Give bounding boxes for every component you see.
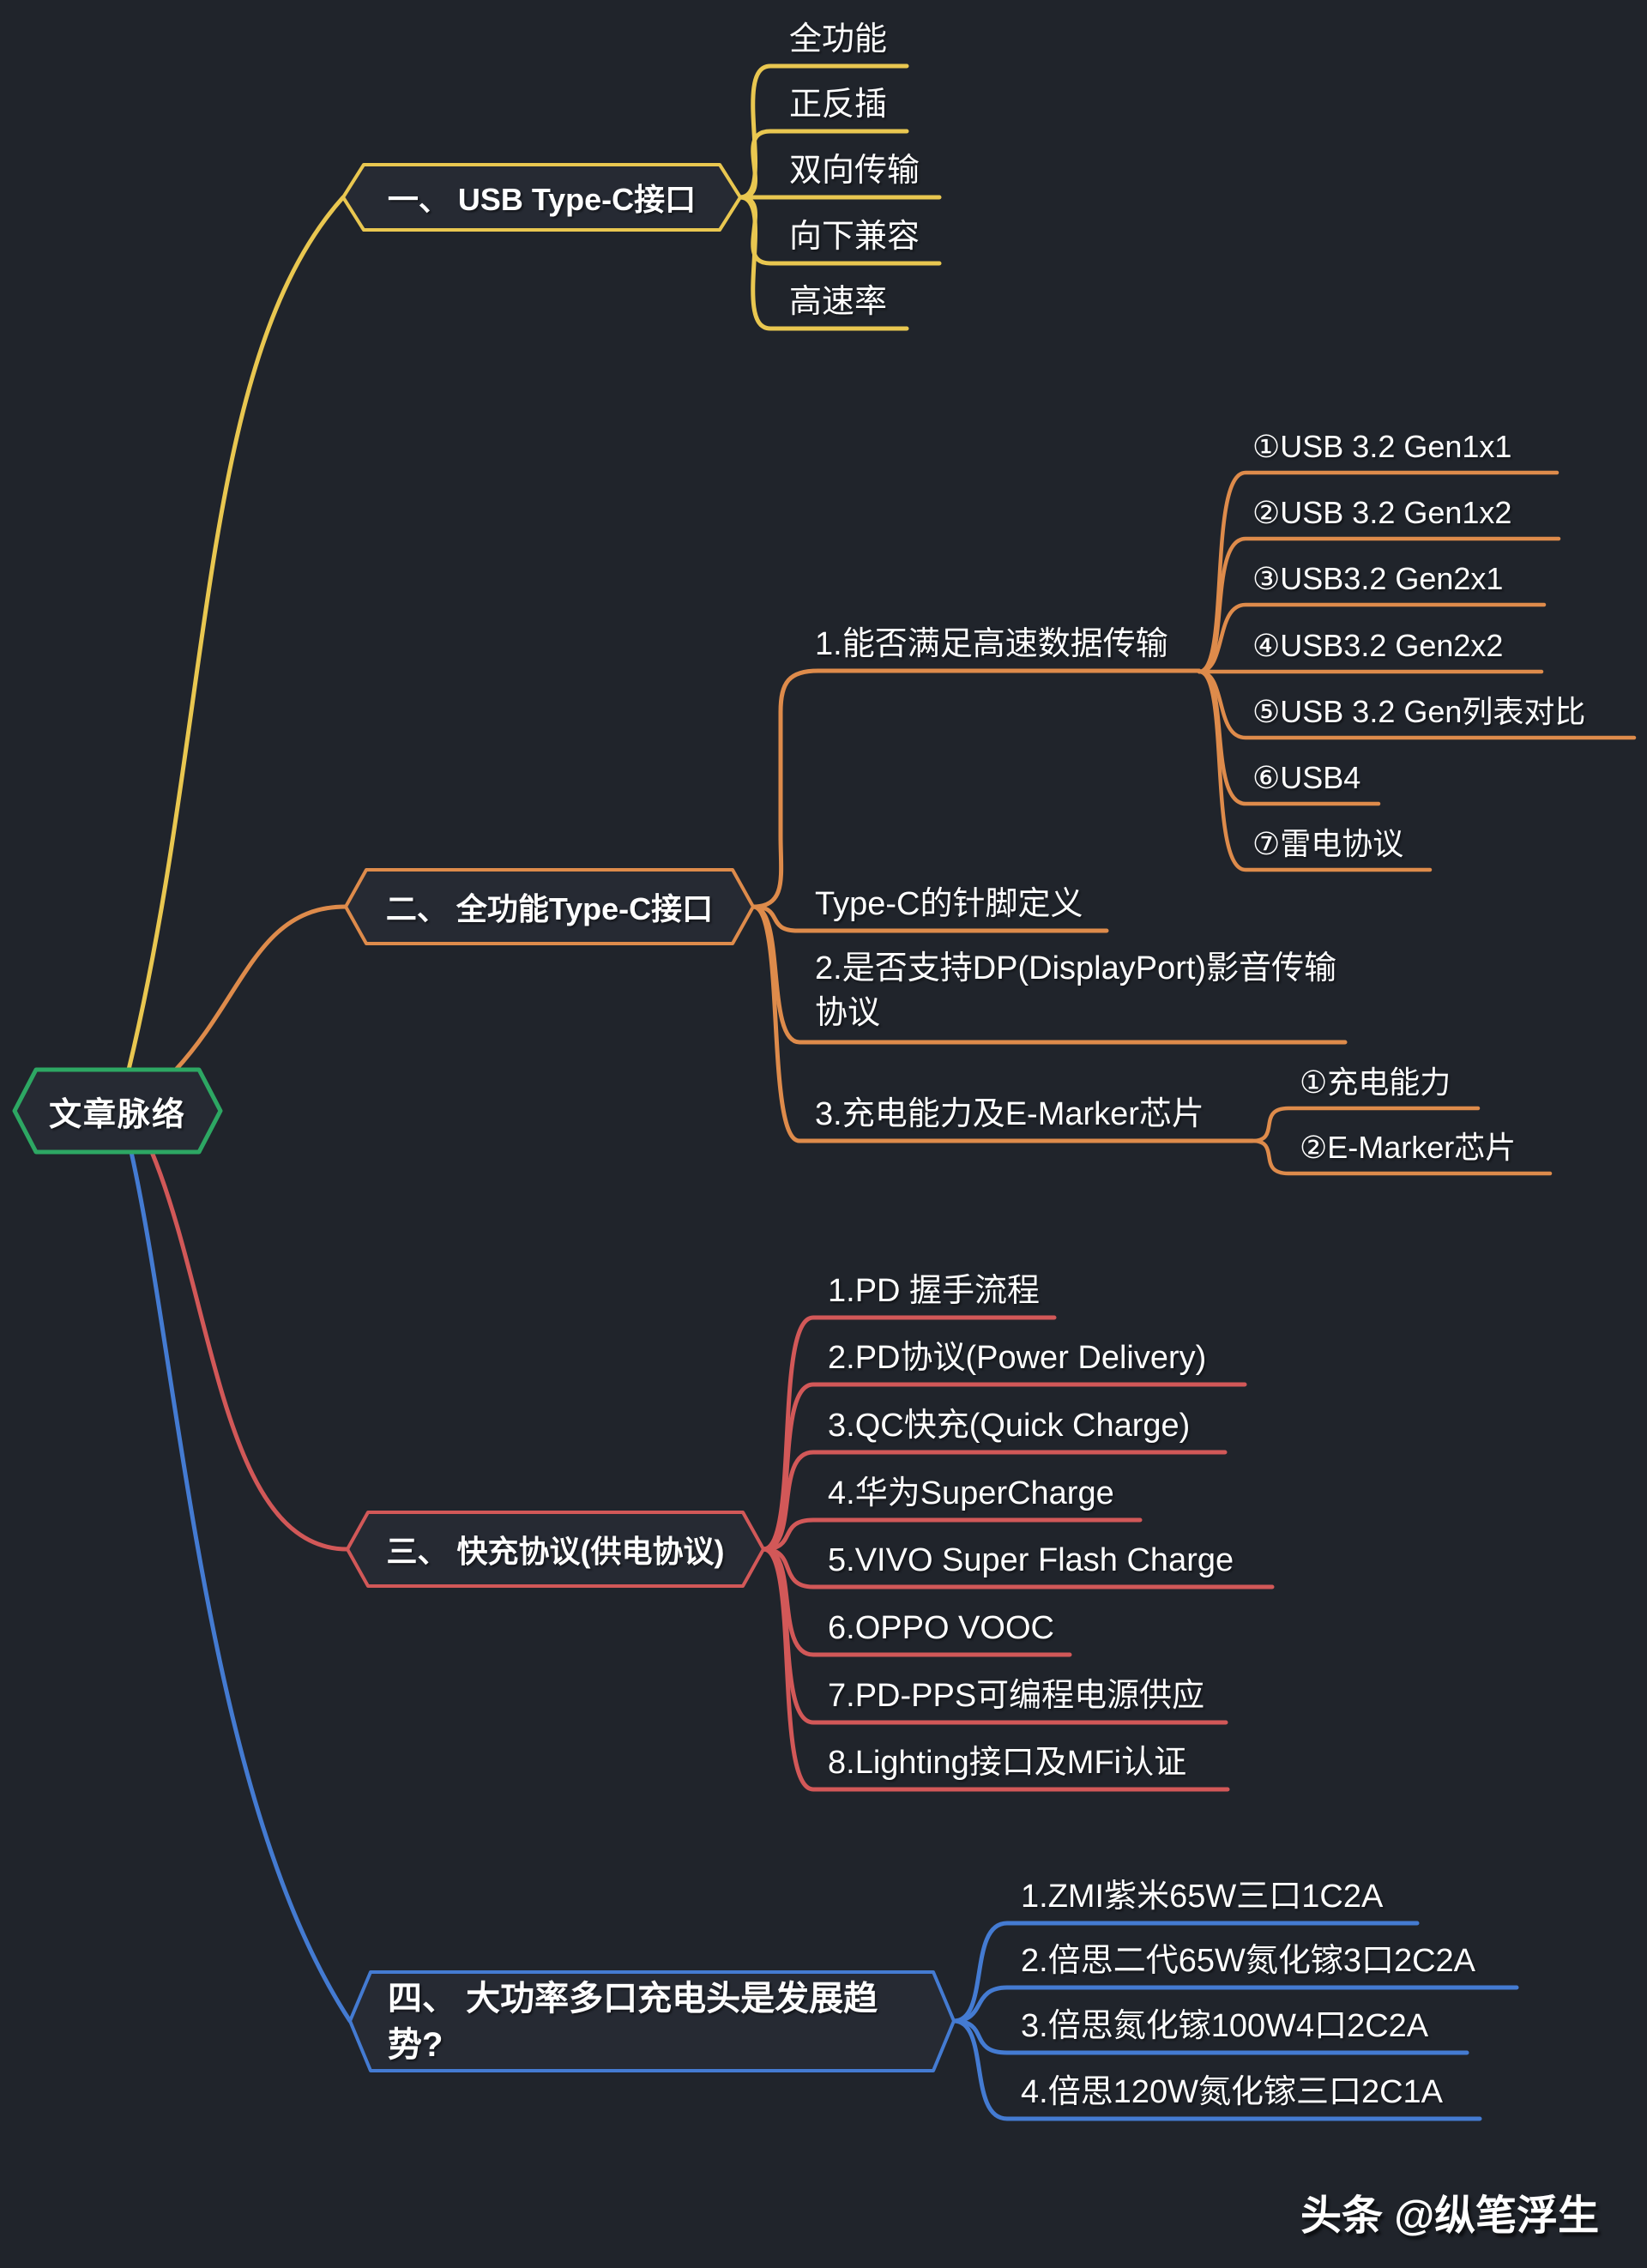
connector-line xyxy=(1250,1138,1553,1176)
node-baseus-65w[interactable]: 2.倍思二代65W氮化镓3口2C2A xyxy=(1021,1943,1476,1979)
node-usb4[interactable]: ⑥USB4 xyxy=(1252,760,1361,795)
node-emarker-chip[interactable]: ②E-Marker芯片 xyxy=(1300,1130,1517,1165)
node-hexagon-shape xyxy=(346,1511,765,1588)
connector-line xyxy=(738,195,909,331)
node-usb32-gen2x1[interactable]: ③USB3.2 Gen2x1 xyxy=(1252,561,1504,596)
node-bidirectional-transfer[interactable]: 双向传输 xyxy=(789,153,920,189)
node-reversible-plug[interactable]: 正反插 xyxy=(789,87,888,123)
connector-line xyxy=(761,1517,1143,1552)
node-hexagon-shape xyxy=(344,868,755,945)
node-hexagon-shape xyxy=(341,163,742,232)
connector-line xyxy=(738,129,909,200)
node-backward-compat[interactable]: 向下兼容 xyxy=(789,219,920,255)
node-hexagon-shape xyxy=(348,1970,956,2072)
branch-full-typec-title[interactable]: 二、 全功能Type-C接口 xyxy=(385,891,714,926)
connector-line xyxy=(951,1921,1420,2024)
node-pd-protocol[interactable]: 2.PD协议(Power Delivery) xyxy=(828,1340,1207,1376)
connector-line xyxy=(1197,602,1547,674)
node-full-feature[interactable]: 全功能 xyxy=(789,21,888,57)
connector-line xyxy=(129,1149,353,2024)
node-pd-handshake[interactable]: 1.PD 握手流程 xyxy=(828,1273,1041,1309)
node-usb32-gen1x2[interactable]: ②USB 3.2 Gen1x2 xyxy=(1252,495,1512,530)
node-high-speed[interactable]: 高速率 xyxy=(789,284,888,320)
connector-line xyxy=(1250,1106,1481,1143)
node-baseus-120w[interactable]: 4.倍思120W氮化镓三口2C1A xyxy=(1021,2074,1444,2110)
node-qc-quick-charge[interactable]: 3.QC快充(Quick Charge) xyxy=(828,1408,1191,1444)
connector-line xyxy=(149,1149,350,1552)
node-baseus-100w[interactable]: 3.倍思氮化镓100W4口2C2A xyxy=(1021,2008,1429,2044)
root-node[interactable]: 文章脉络 xyxy=(48,1096,186,1133)
node-charging-capability[interactable]: ①充电能力 xyxy=(1300,1065,1451,1100)
connector-line xyxy=(738,63,909,200)
branch-fast-charge-title[interactable]: 三、 快充协议(供电协议) xyxy=(386,1534,725,1569)
node-usb32-gen-list[interactable]: ⑤USB 3.2 Gen列表对比 xyxy=(1252,694,1586,729)
connector-line xyxy=(751,668,1202,909)
connector-line xyxy=(761,1382,1247,1552)
node-usb32-gen2x2[interactable]: ④USB3.2 Gen2x2 xyxy=(1252,628,1504,663)
node-charging-emarker[interactable]: 3.充电能力及E-Marker芯片 xyxy=(815,1096,1204,1132)
connector-line xyxy=(751,904,1109,933)
connector-line xyxy=(751,904,1255,1143)
watermark: 头条 @纵笔浮生 xyxy=(1300,2193,1600,2239)
node-usb32-gen1x1[interactable]: ①USB 3.2 Gen1x1 xyxy=(1252,429,1512,464)
node-thunderbolt[interactable]: ⑦雷电协议 xyxy=(1252,826,1404,861)
branch-multi-port-title[interactable]: 四、 大功率多口充电头是发展趋势? xyxy=(350,1972,954,2071)
node-pd-pps[interactable]: 7.PD-PPS可编程电源供应 xyxy=(828,1678,1205,1714)
node-zmi-65w[interactable]: 1.ZMI紫米65W三口1C2A xyxy=(1021,1879,1384,1915)
node-high-speed-data[interactable]: 1.能否满足高速数据传输 xyxy=(815,626,1168,662)
node-vivo-flash-charge[interactable]: 5.VIVO Super Flash Charge xyxy=(828,1542,1234,1578)
node-hexagon-shape xyxy=(12,1067,223,1155)
branch-usb-typec-title[interactable]: 一、 USB Type-C接口 xyxy=(387,182,697,217)
connector-line xyxy=(951,2018,1482,2121)
connector-line xyxy=(761,1450,1228,1552)
connector-line xyxy=(761,1547,1230,1792)
node-lightning-mfi[interactable]: 8.Lighting接口及MFi认证 xyxy=(828,1745,1187,1781)
node-typec-pin-definition[interactable]: Type-C的针脚定义 xyxy=(815,886,1083,922)
connector-line xyxy=(1197,669,1433,872)
branch-multi-port-label: 四、 大功率多口充电头是发展趋势? xyxy=(388,1979,878,2064)
connector-line xyxy=(173,904,348,1072)
node-dp-support[interactable]: 2.是否支持DP(DisplayPort)影音传输协议 xyxy=(815,950,1337,1031)
connector-line xyxy=(126,195,346,1072)
node-oppo-vooc[interactable]: 6.OPPO VOOC xyxy=(828,1610,1054,1646)
node-huawei-supercharge[interactable]: 4.华为SuperCharge xyxy=(828,1475,1114,1511)
connector-line xyxy=(951,1985,1519,2024)
